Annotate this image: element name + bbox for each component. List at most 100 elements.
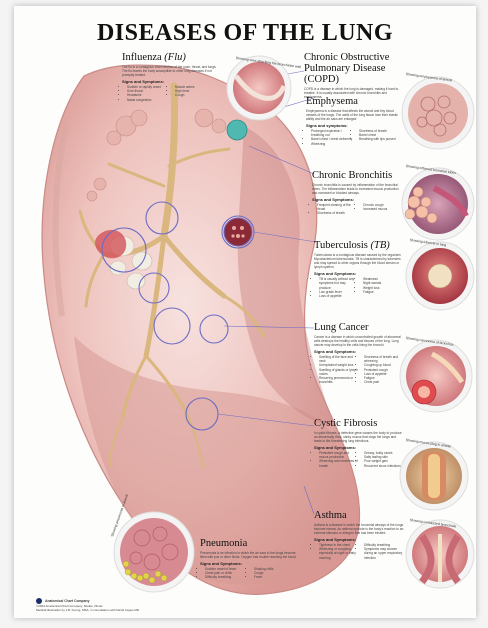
tb-body: Tuberculosis is a contagious disease cau…	[314, 253, 401, 270]
inset-images	[113, 55, 475, 593]
influenza-section: Influenza (Flu) The flu is a contagious …	[122, 52, 218, 102]
asthma-title: Asthma	[314, 510, 347, 521]
symptom-item: Poor weight gain	[364, 459, 404, 463]
asthma-section: Asthma Asthma is a disease in which the …	[314, 510, 404, 560]
tb-section: Tuberculosis (TB) Tuberculosis is a cont…	[314, 240, 402, 298]
influenza-abbr: (Flu)	[164, 52, 186, 63]
symptom-item: Shortness of breath	[317, 211, 358, 215]
symptom-item: Fatigue	[363, 290, 402, 294]
symptom-item: Night sweats	[363, 281, 402, 285]
bronchitis-title: Chronic Bronchitis	[312, 170, 393, 181]
tb-inset	[405, 241, 475, 311]
symptom-item: High fever	[175, 89, 218, 93]
tb-lung-inset	[223, 217, 253, 247]
cf-inset	[399, 441, 469, 511]
symptom-item: Barrel chest	[359, 133, 402, 137]
asthma-signs-label: Signs and Symptoms:	[314, 537, 357, 543]
symptom-item: Symptoms may worsen during an upper resp…	[364, 547, 404, 559]
copd-title: Chronic Obstructive	[304, 52, 390, 63]
asthma-body: Asthma is a disease in which the bronchi…	[314, 523, 404, 536]
symptom-item: Persistent cough	[364, 368, 404, 372]
pneumonia-body: Pneumonia is an infection in which the a…	[200, 551, 297, 560]
symptom-item: Greasy, bulky stools	[364, 451, 404, 455]
influenza-body: The flu is a contagious viral infection …	[122, 65, 217, 78]
emphysema-section: Emphysema Emphysema is a disease that af…	[306, 96, 402, 146]
pneumonia-inset	[113, 511, 195, 593]
callout-circles	[101, 201, 255, 431]
copd-body: COPD is a disease in which the lung is d…	[304, 87, 399, 100]
symptom-item: Frequent clearing of the throat	[317, 203, 358, 211]
pneumonia-section: Pneumonia Pneumonia is an infection in w…	[200, 538, 298, 579]
emphysema-signs-label: Signs and symptoms:	[306, 123, 348, 129]
symptom-item: Muscle aches	[175, 85, 218, 89]
copd-section: Chronic Obstructive Pulmonary Disease (C…	[304, 52, 404, 99]
symptom-item: Chest pain or chills	[205, 571, 249, 575]
left-lung	[41, 64, 361, 595]
bronchial-tree	[78, 82, 266, 469]
cf-section: Cystic Fibrosis In cystic fibrosis, a de…	[314, 418, 404, 468]
cancer-body: Cancer is a disease in which uncontrolle…	[314, 335, 401, 348]
tb-signs-label: Signs and Symptoms:	[314, 271, 357, 277]
symptom-item: Barrel chest / chest deformity	[311, 137, 354, 141]
symptom-item: Fatigue	[364, 376, 404, 380]
lung-illustration	[41, 55, 475, 595]
symptom-item: Recurring pneumonia or bronchitis	[319, 376, 359, 384]
cf-title: Cystic Fibrosis	[314, 418, 378, 429]
cf-signs-label: Signs and Symptoms:	[314, 445, 357, 451]
bronchitis-symptoms: Frequent clearing of the throat Shortnes…	[312, 203, 404, 215]
symptom-item: Fever	[254, 575, 298, 579]
symptom-item: Recurrent sinus infections	[364, 464, 404, 468]
pneumonia-signs-label: Signs and Symptoms:	[200, 561, 243, 567]
symptom-item: Shaking chills	[254, 567, 298, 571]
symptom-item: Persistent cough and mucus production	[319, 451, 359, 459]
emphysema-symptoms: Prolonged expiration / breathing out Bar…	[306, 129, 402, 145]
symptom-item: Tightness in the chest	[319, 543, 359, 547]
symptom-item: Sudden or rapidly onset	[127, 85, 170, 89]
influenza-symptoms: Sudden or rapidly onset Sore throat Head…	[122, 85, 218, 101]
influenza-signs-label: Signs and Symptoms:	[122, 79, 165, 85]
symptom-item: Weakness	[363, 277, 402, 281]
symptom-item: Sore throat	[127, 89, 170, 93]
symptom-item: Headache	[127, 93, 170, 97]
tumour-mass	[95, 229, 127, 259]
asthma-inset	[405, 519, 475, 589]
symptom-item: Wheezing or coughing, especially at nigh…	[319, 547, 359, 559]
symptom-item: TB is usually without any symptoms but m…	[319, 277, 358, 289]
emphysema-body: Emphysema is a disease that affects the …	[306, 109, 398, 122]
emphysema-title: Emphysema	[306, 96, 358, 107]
tb-abbr: (TB)	[370, 240, 390, 251]
publisher-logo-icon	[36, 598, 42, 604]
cancer-inset	[399, 339, 473, 413]
symptom-item: Coughing up blood	[364, 363, 404, 367]
symptom-item: Shortness of breath	[359, 129, 402, 133]
symptom-item: Low grade fever	[319, 290, 358, 294]
influenza-title: Influenza	[122, 52, 162, 63]
symptom-item: Difficulty breathing	[205, 575, 249, 579]
symptom-item: Loss of appetite	[319, 294, 358, 298]
alveoli-clusters	[86, 108, 227, 202]
symptom-item: Shortness of breath and wheezing	[364, 355, 404, 363]
tb-title: Tuberculosis	[314, 240, 368, 251]
symptom-item: Chronic cough	[363, 203, 404, 207]
cancer-signs-label: Signs and Symptoms:	[314, 349, 357, 355]
virus-icon	[226, 119, 248, 141]
poster: DISEASES OF THE LUNG Influenza (Flu) The…	[14, 6, 476, 618]
tb-symptoms: TB is usually without any symptoms but m…	[314, 277, 402, 297]
symptom-item: Nasal congestion	[127, 98, 170, 102]
symptom-item: Increased mucus	[363, 207, 404, 211]
symptom-item: Weight loss	[363, 286, 402, 290]
cancer-title: Lung Cancer	[314, 322, 369, 333]
cf-symptoms: Persistent cough and mucus production Wh…	[314, 451, 404, 467]
symptom-item: Wheezing and shortness of breath	[319, 459, 359, 467]
emphysema-inset	[401, 76, 475, 150]
bronchitis-body: Chronic bronchitis is caused by inflamma…	[312, 183, 399, 196]
cancer-symptoms: Swelling of the face and neck Unexplaine…	[314, 355, 404, 384]
publisher-name: Anatomical Chart Company	[45, 599, 90, 603]
pneumonia-title: Pneumonia	[200, 538, 248, 549]
asthma-symptoms: Tightness in the chest Wheezing or cough…	[314, 543, 404, 559]
pneumonia-symptoms: Sudden onset of fever Chest pain or chil…	[200, 567, 298, 579]
symptom-item: Swelling of the face and neck	[319, 355, 359, 363]
cancer-section: Lung Cancer Cancer is a disease in which…	[314, 322, 404, 384]
symptom-item: Prolonged expiration / breathing out	[311, 129, 354, 137]
symptom-item: Cough	[175, 93, 218, 97]
